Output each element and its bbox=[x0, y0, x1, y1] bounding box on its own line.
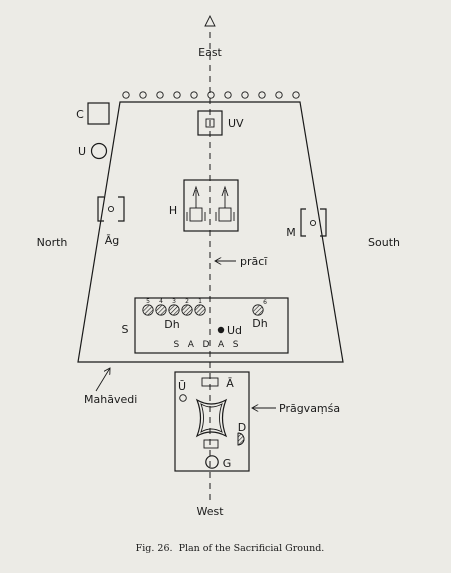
mahavedi-outline bbox=[77, 101, 344, 363]
sadas-label: S A D A S bbox=[174, 340, 239, 350]
garhapatya-circle bbox=[205, 455, 219, 469]
ahavaniya-rect bbox=[201, 377, 219, 387]
svg-text:3: 3 bbox=[172, 298, 176, 305]
east-arrow-icon bbox=[204, 14, 216, 27]
uv-inner-box bbox=[205, 118, 215, 128]
posts-row bbox=[122, 91, 300, 99]
east-label: East bbox=[198, 46, 222, 59]
havirdhana-box bbox=[183, 179, 239, 232]
svg-text:6: 6 bbox=[263, 299, 267, 306]
uv-outer-box bbox=[197, 110, 223, 136]
sadas-box bbox=[134, 297, 289, 354]
marjaliya-bracket bbox=[320, 208, 327, 237]
svg-text:2: 2 bbox=[185, 298, 189, 305]
figure-caption: Fig. 26. Plan of the Sacrificial Ground. bbox=[136, 543, 325, 554]
g-pr-label: G bbox=[223, 457, 232, 470]
small-rect bbox=[203, 439, 219, 449]
uv-label: UV bbox=[228, 117, 244, 130]
u-circle bbox=[90, 142, 108, 160]
mahavedi-label: Mahāvedi bbox=[84, 393, 137, 406]
pragvamsa-label: Prāgvaṃśa bbox=[279, 402, 340, 415]
dakshinagni-outline bbox=[237, 432, 245, 446]
mahavedi-pointer bbox=[95, 368, 110, 392]
agnidhriya-fire bbox=[107, 205, 115, 213]
ag-label: Āg bbox=[105, 234, 120, 247]
svg-text:5: 5 bbox=[146, 298, 150, 305]
agnidhriya-bracket bbox=[97, 196, 104, 222]
north-label: North bbox=[37, 236, 68, 249]
d-pr-label: D bbox=[238, 421, 246, 434]
svg-text:4: 4 bbox=[159, 298, 163, 305]
h-label: H bbox=[169, 204, 177, 217]
u-label: U bbox=[78, 145, 86, 158]
praci-label: prācī bbox=[240, 255, 268, 268]
pragvamsa-box bbox=[174, 371, 250, 472]
vedi-inner bbox=[200, 402, 223, 434]
marjaliya-bracket-left bbox=[300, 208, 306, 237]
dhishnya-hearths bbox=[142, 304, 264, 316]
udumbari-post bbox=[217, 326, 225, 334]
a-pr-label: Ā bbox=[226, 377, 234, 390]
dh-left-label: Dh bbox=[164, 318, 179, 331]
havirdhana-carts bbox=[186, 185, 235, 222]
dakshinagni-hearth bbox=[237, 432, 245, 446]
agnidhriya-bracket-right bbox=[118, 196, 125, 222]
c-label: C bbox=[76, 108, 84, 121]
c-square bbox=[87, 102, 110, 125]
dhishnya-6 bbox=[252, 304, 264, 316]
dhishnya-numbers: 5 4 3 2 1 6 bbox=[146, 298, 267, 306]
u-pr-circle bbox=[179, 394, 187, 402]
west-label: West bbox=[196, 505, 224, 518]
south-label: South bbox=[368, 236, 400, 249]
vedi-outer bbox=[195, 398, 228, 438]
marjaliya-fire bbox=[309, 219, 317, 227]
m-label: M bbox=[286, 226, 296, 239]
dh-right-label: Dh bbox=[252, 317, 267, 330]
svg-text:1: 1 bbox=[198, 298, 202, 305]
s-label: S bbox=[122, 323, 129, 336]
u-pr-label: Ū bbox=[178, 380, 186, 393]
ud-label: Ud bbox=[227, 324, 242, 337]
